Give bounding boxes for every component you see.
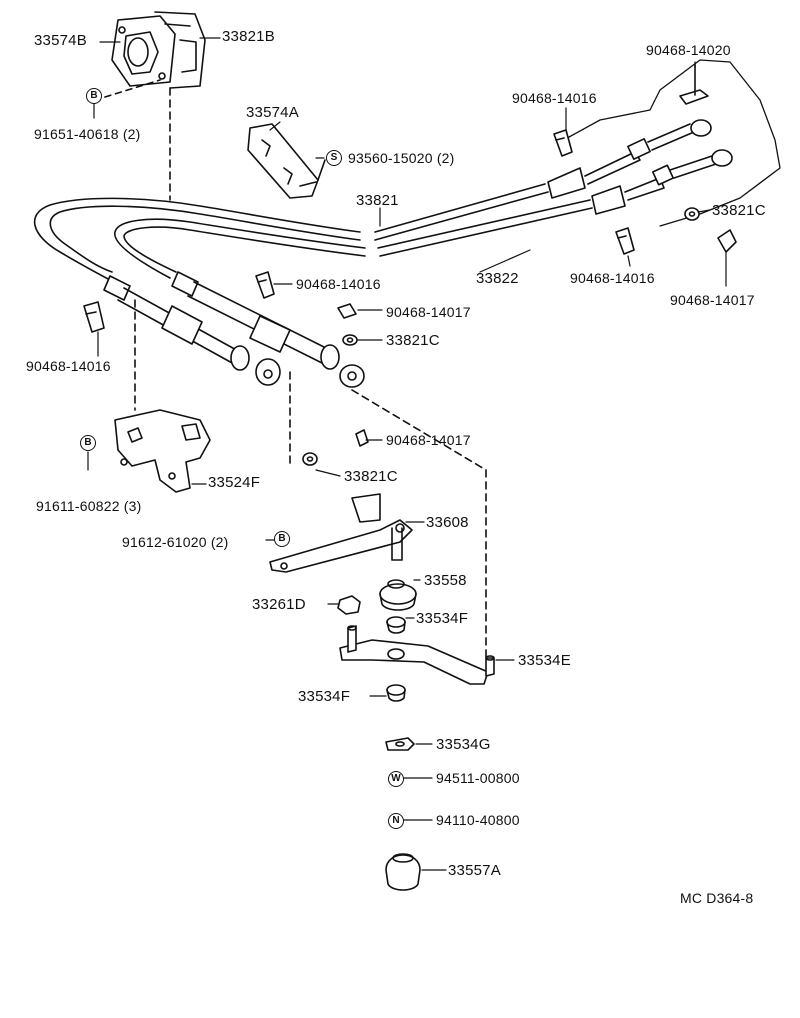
- lever-33608: [269, 493, 413, 573]
- bushing-33558: [379, 579, 417, 611]
- cable-33821: [33, 119, 712, 281]
- drawing-code: MC D364-8: [680, 890, 754, 906]
- label-33608: 33608: [426, 514, 469, 531]
- label-90468-14016-right: 90468-14016: [570, 270, 655, 286]
- label-33261D: 33261D: [252, 596, 306, 613]
- label-90468-14017-mid: 90468-14017: [386, 304, 471, 320]
- label-33574A: 33574A: [246, 104, 299, 121]
- screw-badge-s: S: [326, 150, 342, 166]
- label-90468-14017-right: 90468-14017: [670, 292, 755, 308]
- clip-90468-14016-right: [615, 227, 635, 255]
- label-90468-14016-left: 90468-14016: [26, 358, 111, 374]
- label-90468-14017-low: 90468-14017: [386, 432, 471, 448]
- bracket-top-right: [559, 59, 781, 227]
- clip-90468-14016-left: [83, 301, 105, 333]
- pin-90468-14017-mid: [337, 303, 357, 319]
- bushing-33534F-lower: [386, 684, 406, 702]
- label-33558: 33558: [424, 572, 467, 589]
- leader-lines: [87, 37, 727, 871]
- label-90468-14020: 90468-14020: [646, 42, 731, 58]
- bolt-badge-b-3: B: [274, 531, 290, 547]
- cable-33822: [114, 149, 733, 279]
- label-33534F-upper: 33534F: [416, 610, 469, 627]
- label-33821C-right: 33821C: [712, 202, 766, 219]
- label-33557A: 33557A: [448, 862, 501, 879]
- lever-33534E: [339, 625, 495, 685]
- nut-badge-n: N: [388, 813, 404, 829]
- bushing-33534F-upper: [386, 616, 406, 634]
- label-33821B: 33821B: [222, 28, 275, 45]
- label-33574B: 33574B: [34, 32, 87, 49]
- label-33534E: 33534E: [518, 652, 571, 669]
- pin-90468-14017-right: [717, 229, 737, 253]
- label-33821C-mid: 33821C: [386, 332, 440, 349]
- label-33821: 33821: [356, 192, 399, 209]
- bracket-33524F: [114, 409, 211, 493]
- label-33534F-lower: 33534F: [298, 688, 351, 705]
- label-91651-40618: 91651-40618 (2): [34, 126, 141, 142]
- plate-33534G: [385, 737, 415, 751]
- clamp-33574A: [247, 123, 326, 199]
- label-90468-14016-mid: 90468-14016: [296, 276, 381, 292]
- clip-90468-14016-mid: [255, 271, 275, 299]
- cable-end-left: [103, 275, 281, 386]
- label-94110-40800: 94110-40800: [436, 812, 520, 828]
- clip-90468-14016-top: [553, 129, 573, 157]
- washer-33821C-right: [684, 207, 700, 221]
- bolt-badge-b: B: [86, 88, 102, 104]
- cable-end-right: [171, 271, 365, 388]
- bolt-badge-b-2: B: [80, 435, 96, 451]
- label-33822: 33822: [476, 270, 519, 287]
- label-91612-61020: 91612-61020 (2): [122, 534, 229, 550]
- nut-33261D: [337, 595, 361, 615]
- label-33534G: 33534G: [436, 736, 491, 753]
- bracket-33574B-33821B: [111, 11, 206, 89]
- label-93560-15020: 93560-15020 (2): [348, 150, 455, 166]
- knob-33557A: [385, 853, 421, 891]
- pin-90468-14017-low: [355, 429, 369, 447]
- label-33524F: 33524F: [208, 474, 261, 491]
- washer-33821C-mid: [342, 334, 358, 346]
- label-94511-00800: 94511-00800: [436, 770, 520, 786]
- label-91611-60822: 91611-60822 (3): [36, 498, 142, 514]
- label-90468-14016-top: 90468-14016: [512, 90, 597, 106]
- washer-33821C-low: [302, 452, 318, 466]
- washer-badge-w: W: [388, 771, 404, 787]
- label-33821C-low: 33821C: [344, 468, 398, 485]
